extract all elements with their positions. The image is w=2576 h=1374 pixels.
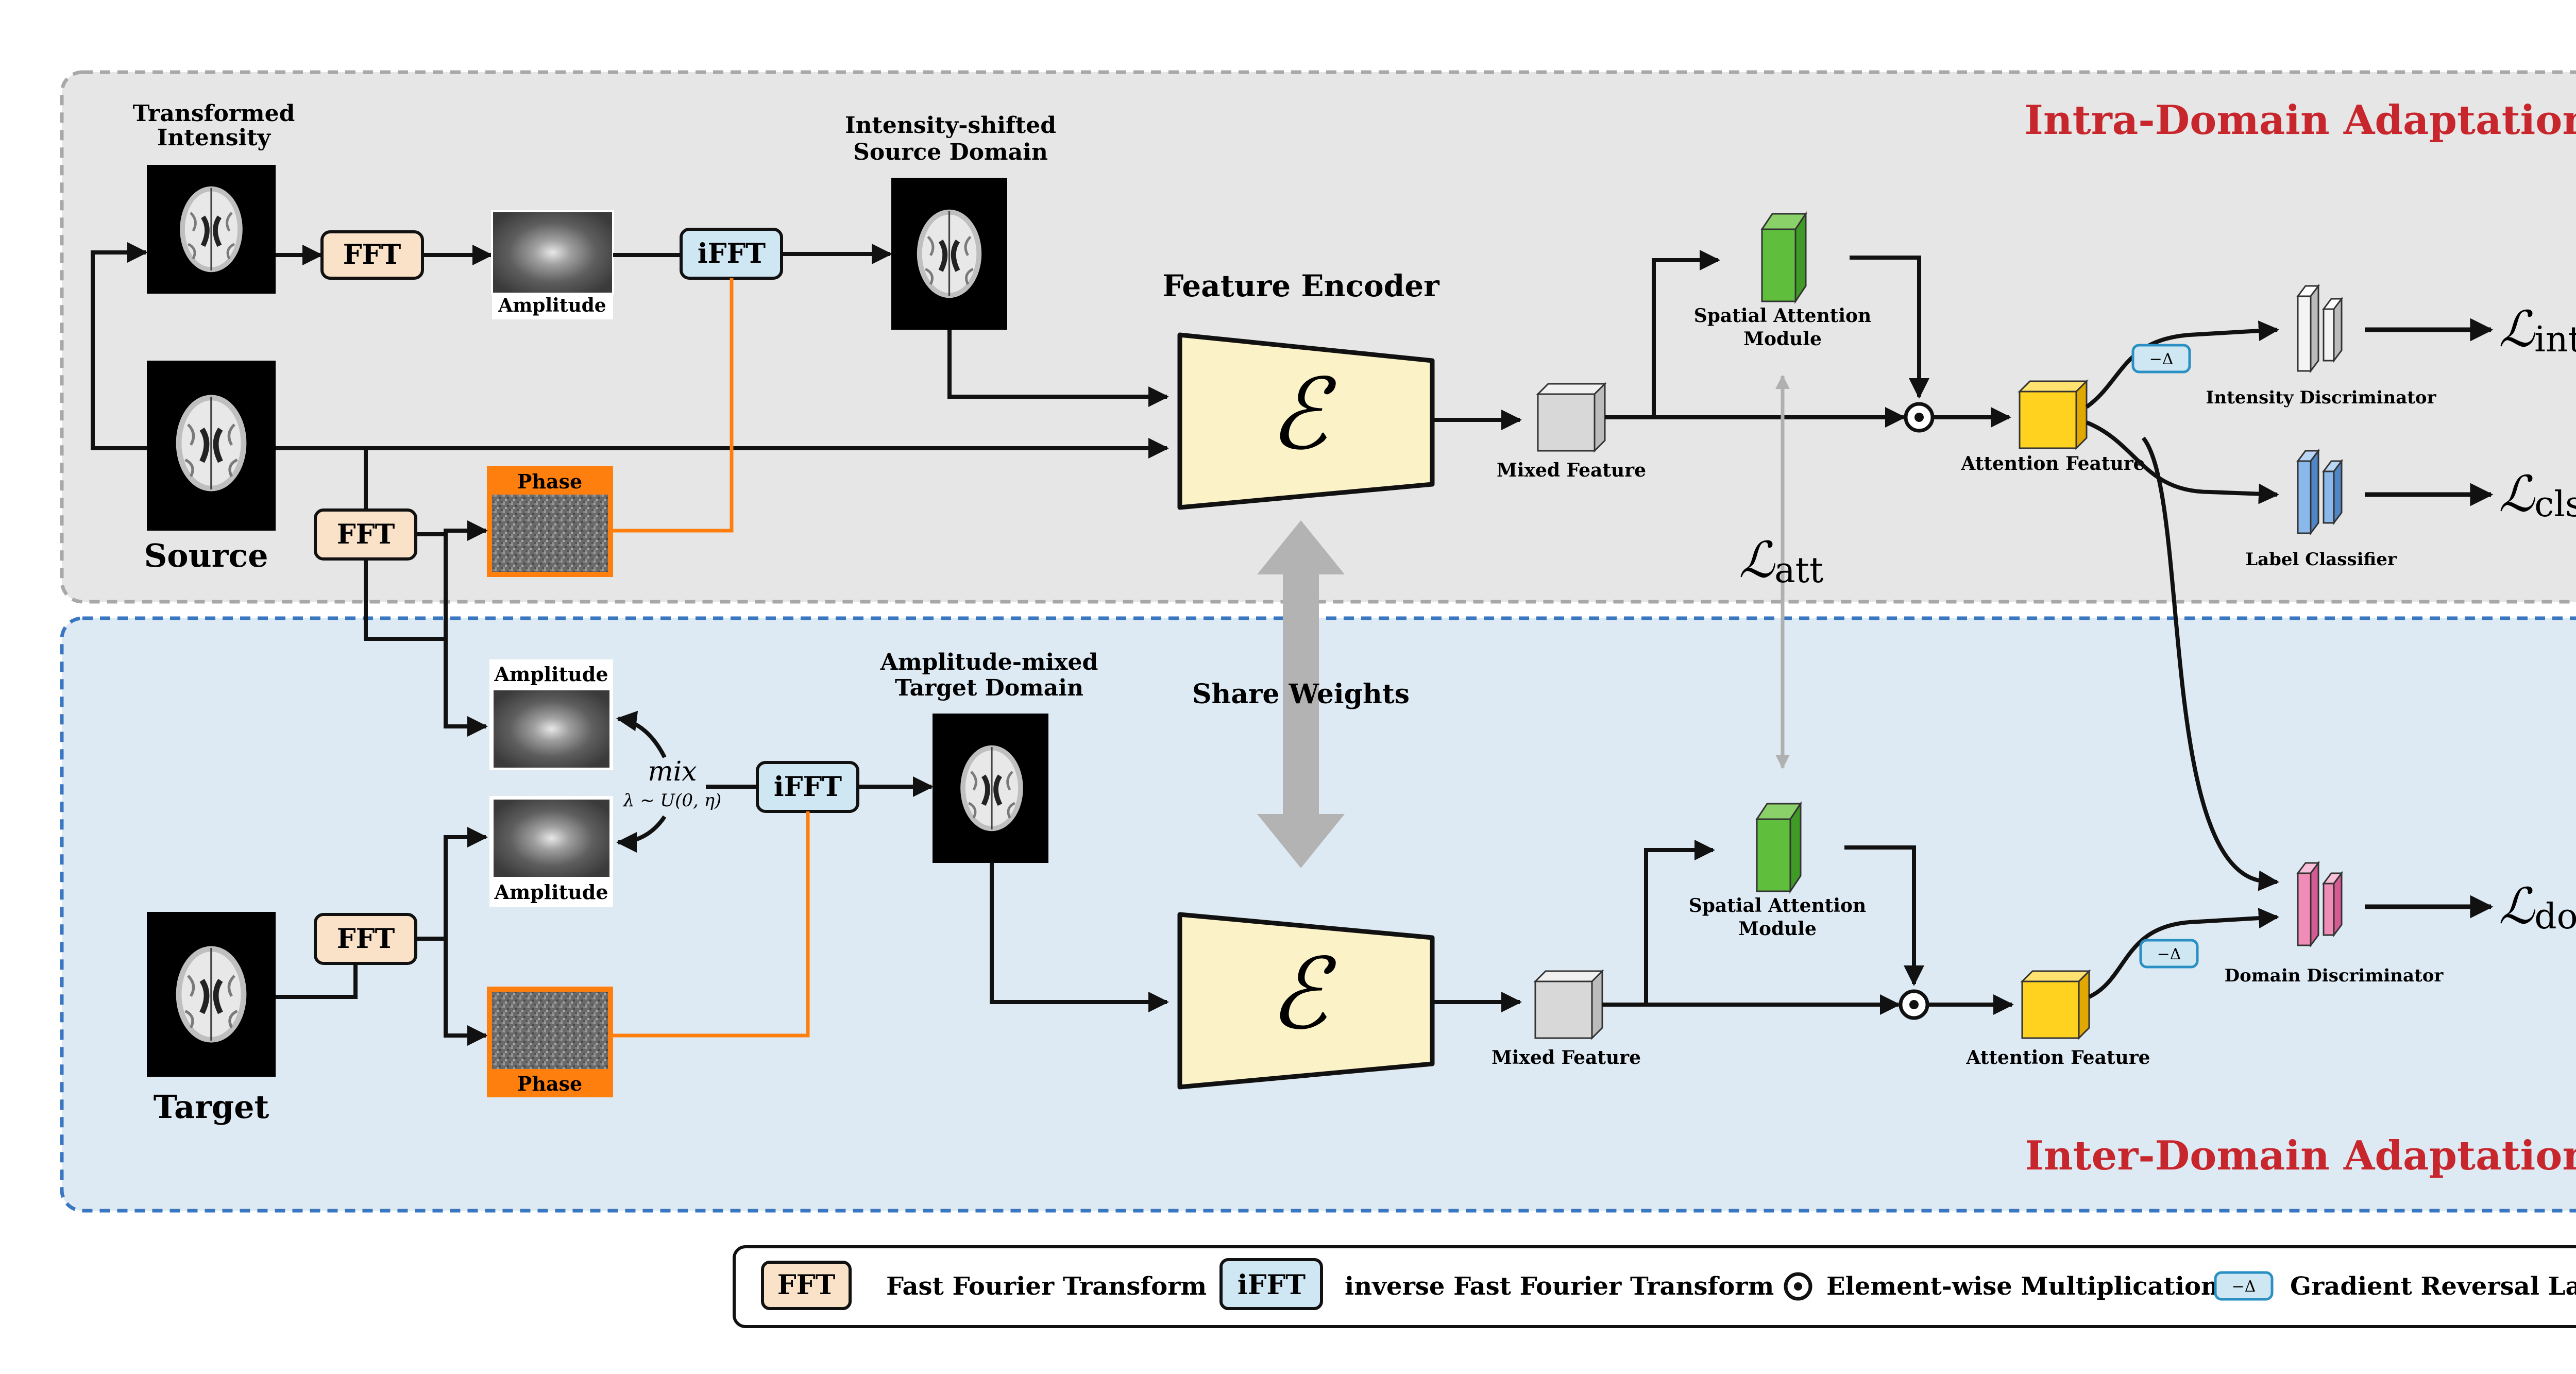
phase-to-ifft-bottom-line [613,811,810,1038]
sam-label-top: Spatial Attention [1694,305,1871,327]
loss-cls: ℒcls [2499,465,2576,525]
mixed-to-sam-bottom [1644,840,1715,1005]
fft-box-bottom-label: FFT [337,923,395,955]
legend-grl-swatch [2214,1271,2274,1301]
legend-fft-swatch-label: FFT [777,1269,836,1301]
multiply-dot-top [1914,413,1924,422]
legend-grl-swatch-symbol: −Δ [2232,1278,2256,1296]
fft-box-top-label: FFT [343,239,401,270]
legend-odot-desc: Element-wise Multiplication [1826,1272,2219,1301]
legend-fft-swatch [761,1261,852,1310]
source-to-transformed-arrow [91,242,148,450]
inter-domain-title: Inter-Domain Adaptation [2025,1132,2576,1179]
sam-block-bottom [1755,801,1802,894]
share-weights-label: Share Weights [1192,678,1410,710]
phase-label-target: Phase [517,1072,582,1095]
intra-domain-title: Intra-Domain Adaptation [2024,97,2576,144]
sam-block-top [1760,211,1807,304]
amplitude-image-source [494,690,609,768]
fft-bottom-to-phase [444,939,488,1046]
attention-feature-cube-top [2018,379,2089,450]
target-to-fft-line [276,963,358,999]
encoder-bottom [1177,912,1435,1090]
sam-label-bottom: Spatial Attention [1689,895,1866,917]
mix-to-amp-target-arrow [616,815,667,853]
grl-top-symbol: −Δ [2149,350,2174,368]
loss-int: ℒint [2499,300,2576,360]
attention-feature-label-top: Attention Feature [1960,453,2145,474]
legend-ifft-desc: inverse Fast Fourier Transform [1345,1272,1774,1301]
fft-bottom-to-amp [416,827,488,941]
domain-discriminator-label: Domain Discriminator [2225,965,2444,986]
mixed-target-label: Amplitude-mixed [880,649,1098,675]
attention-bottom-to-domain-disc [2088,908,2279,999]
feature-encoder-title: Feature Encoder [1162,268,1440,303]
intensity-discriminator-label: Intensity Discriminator [2206,387,2436,408]
loss-dom: ℒdom [2499,877,2576,937]
legend-ifft-swatch-label: iFFT [1238,1269,1306,1301]
mix-label: mix [648,756,697,787]
mixed-feature-label-bottom: Mixed Feature [1492,1047,1641,1068]
phase-label-source: Phase [517,470,582,493]
label-classifier-block [2296,448,2343,536]
multiply-dot-bottom [1909,1000,1919,1009]
transformed-intensity-label: Transformed [133,100,295,127]
lambda-label: λ ∼ U(0, η) [622,790,721,811]
shifted-to-encoder-arrow [947,330,1169,407]
grl-bottom [2139,939,2199,969]
label-classifier-label: Label Classifier [2245,549,2397,570]
mixed-target-label-2: Target Domain [895,675,1083,701]
amplitude-label-target: Amplitude [494,880,608,904]
attention-to-label-cls [2086,420,2279,504]
legend-fft-desc: Fast Fourier Transform [886,1272,1207,1301]
encoder-top [1177,332,1435,510]
legend-ifft-swatch [1219,1258,1323,1310]
shifted-source-label: Intensity-shifted [845,112,1056,139]
inter-domain-region [60,616,2576,1213]
share-weights-arrow [1257,520,1345,868]
mixed-feature-cube-bottom [1533,969,1604,1040]
amplitude-image-top [491,210,614,295]
fft-mid-to-amp [444,639,488,737]
amplitude-label-source: Amplitude [494,663,608,686]
domain-discriminator-block [2296,860,2343,948]
amplitude-label-top: Amplitude [498,295,606,316]
legend-odot-dot [1794,1282,1802,1291]
amplitude-image-target [494,800,609,877]
mixed-feature-cube-top [1536,382,1607,453]
attention-feature-label-bottom: Attention Feature [1965,1047,2150,1068]
target-label: Target [154,1088,269,1126]
attention-to-intensity-disc [2085,320,2279,409]
legend-box [733,1245,2576,1328]
intensity-discriminator-block [2296,283,2343,374]
legend-grl-desc: Gradient Reversal Layer [2290,1272,2576,1301]
phase-to-ifft-line [613,278,734,533]
encoder-bottom-symbol: ℰ [1268,937,1336,1051]
sam-to-multiply-top [1850,256,1929,399]
encoder-top-symbol: ℰ [1268,358,1336,471]
source-label: Source [144,537,268,574]
grl-bottom-symbol: −Δ [2157,945,2181,963]
amplitude-label-bg-top [492,294,613,319]
phase-image-target [492,992,608,1069]
fft-box-mid-label: FFT [337,519,395,550]
mixed-to-sam-top [1652,250,1720,417]
shifted-source-label-2: Source Domain [853,139,1048,165]
sam-label-top-2: Module [1743,328,1822,350]
loss-att: ℒatt [1739,531,1823,591]
mixed-target-to-encoder-arrow [990,863,1169,1012]
sam-to-multiply-bottom [1844,845,1924,986]
transformed-intensity-label-2: Intensity [157,125,272,151]
ifft-box-top-label: iFFT [698,238,766,269]
mixed-feature-label-top: Mixed Feature [1497,460,1646,481]
intra-domain-region [60,70,2576,604]
ifft-box-bottom-label: iFFT [774,771,842,803]
sam-label-bottom-2: Module [1738,918,1817,940]
attention-to-domain-disc [2141,436,2279,891]
mix-to-amp-source-arrow [616,710,667,758]
grl-top [2131,344,2191,374]
attention-feature-cube-bottom [2020,969,2091,1040]
phase-image-source [492,495,608,572]
